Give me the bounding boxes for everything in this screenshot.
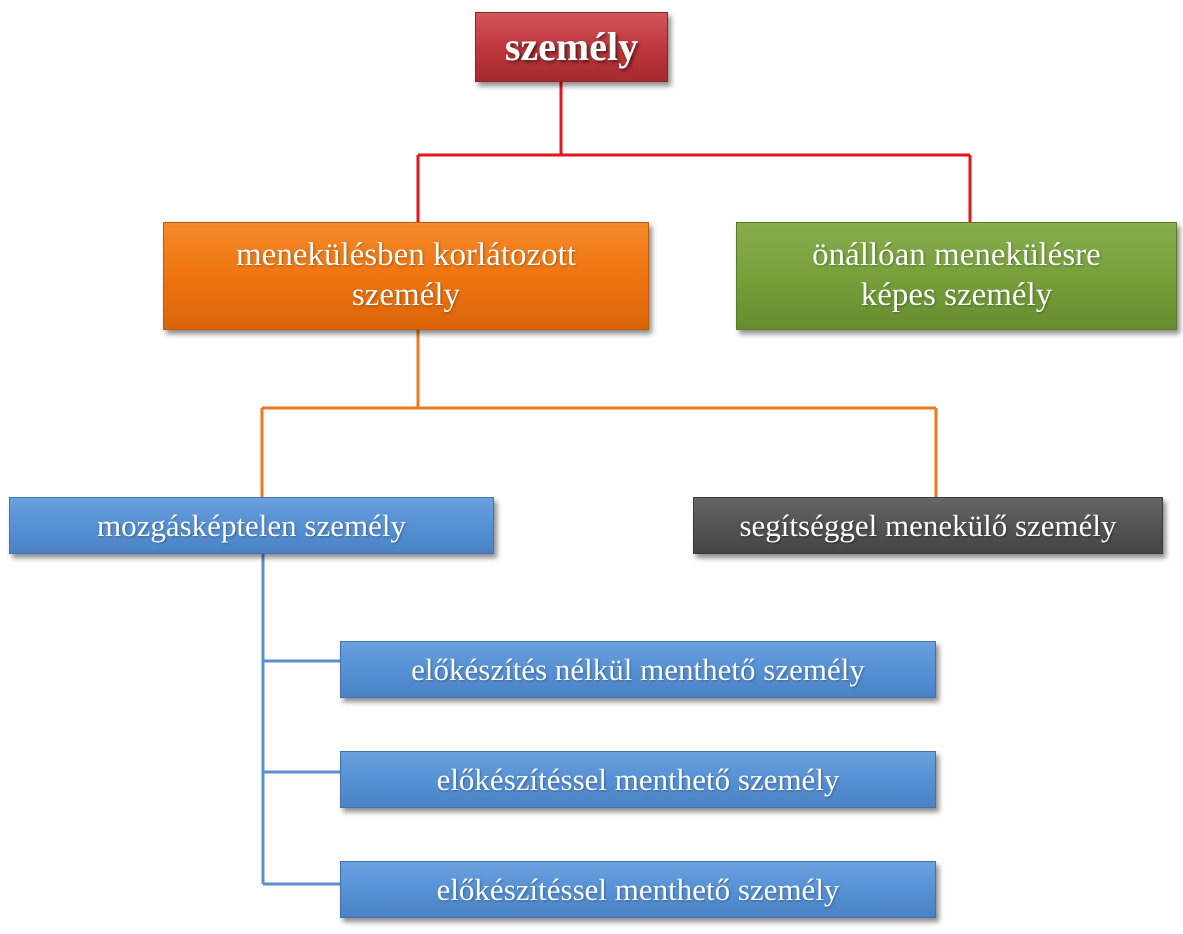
node-label: önállóan menekülésre képes személy	[812, 236, 1101, 315]
node-label: előkészítéssel menthető személy	[436, 871, 840, 907]
node-segitseggel-menekulo: segítséggel menekülő személy	[693, 497, 1163, 554]
node-elokeszites-nelkul-mentheto: előkészítés nélkül menthető személy	[340, 641, 936, 698]
node-onalloan-menekulesre-kepes: önállóan menekülésre képes személy	[736, 222, 1177, 330]
node-label-line1: önállóan menekülésre	[812, 237, 1101, 274]
orange-connectors	[260, 330, 938, 497]
node-label: segítséggel menekülő személy	[739, 507, 1117, 543]
node-label-line2: képes személy	[860, 277, 1053, 313]
root-connectors	[416, 82, 972, 222]
node-label: menekülésben korlátozott személy	[236, 236, 576, 315]
node-elokeszitessel-mentheto-1: előkészítéssel menthető személy	[340, 751, 936, 808]
node-label-line2: személy	[351, 277, 461, 313]
node-label: előkészítéssel menthető személy	[436, 761, 840, 797]
blue-connectors	[261, 554, 340, 886]
root-node-szemely: személy	[475, 12, 668, 82]
node-elokeszitessel-mentheto-2: előkészítéssel menthető személy	[340, 861, 936, 918]
node-label: mozgásképtelen személy	[96, 507, 407, 543]
node-label: előkészítés nélkül menthető személy	[411, 651, 865, 687]
node-menekulesben-korlatozott: menekülésben korlátozott személy	[163, 222, 649, 330]
root-node-label: személy	[504, 24, 639, 69]
node-mozgaskeptelen: mozgásképtelen személy	[9, 497, 494, 554]
node-label-line1: menekülésben korlátozott	[236, 237, 576, 274]
